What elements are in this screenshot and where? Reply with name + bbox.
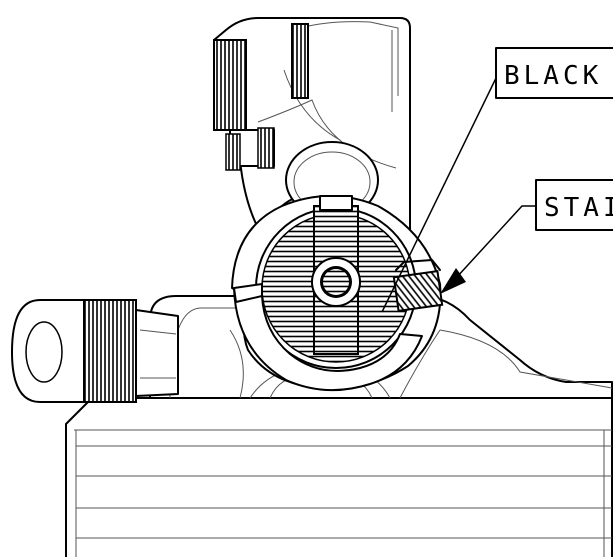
hatched-knurl-icon: [213, 39, 247, 131]
hatched-knurl-icon: [257, 127, 275, 169]
cam-disk: [231, 195, 444, 392]
callout-black: BLACK: [495, 47, 613, 99]
hatched-knurl-icon: [225, 133, 241, 171]
callout-black-label: BLACK: [504, 61, 602, 91]
hatched-knurl-icon: [83, 299, 137, 403]
hatched-knurl-icon: [291, 23, 309, 99]
callout-leaders: [381, 73, 536, 313]
knurled-knob: [11, 299, 179, 403]
callout-stainless-label: STAI: [544, 193, 613, 223]
lower-body: [65, 397, 613, 557]
callout-stainless: STAI: [535, 179, 613, 231]
set-screw-icon: [392, 259, 444, 313]
